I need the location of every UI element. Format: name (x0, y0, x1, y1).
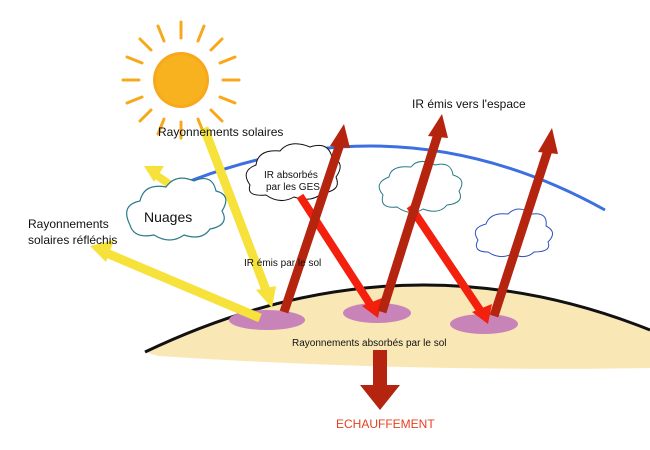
label-ir-emitted-ground: IR émis par le sol (244, 258, 321, 269)
label-ir-to-space: IR émis vers l'espace (412, 97, 526, 111)
incoming-solar-arrow (199, 126, 276, 308)
label-heating: ECHAUFFEMENT (336, 417, 435, 431)
ir-back-radiation-arrow-1 (296, 193, 382, 318)
sun-icon (121, 20, 241, 140)
reflected-solar-arrow (90, 240, 262, 323)
heating-arrow (360, 350, 400, 410)
label-clouds: Nuages (144, 209, 192, 225)
ir-emitted-arrow-1 (279, 124, 350, 314)
label-ir-absorbed-2: par les GES (266, 182, 320, 193)
cloud-right (474, 208, 553, 258)
cloud-nuages (126, 177, 227, 241)
ir-emitted-arrow-3 (489, 128, 558, 318)
cloud-ges (245, 143, 341, 201)
label-solar-radiation: Rayonnements solaires (158, 125, 283, 139)
label-reflected-1: Rayonnements (28, 217, 109, 231)
ir-back-radiation-arrow-2 (406, 203, 492, 324)
label-ir-absorbed-1: IR absorbés (264, 170, 318, 181)
absorption-spot-3 (450, 314, 518, 334)
ir-emitted-arrow-2 (377, 114, 448, 314)
label-absorbed-by-ground: Rayonnements absorbés par le sol (292, 338, 447, 349)
label-reflected-2: solaires réfléchis (28, 233, 117, 247)
earth-surface-line (144, 283, 650, 354)
